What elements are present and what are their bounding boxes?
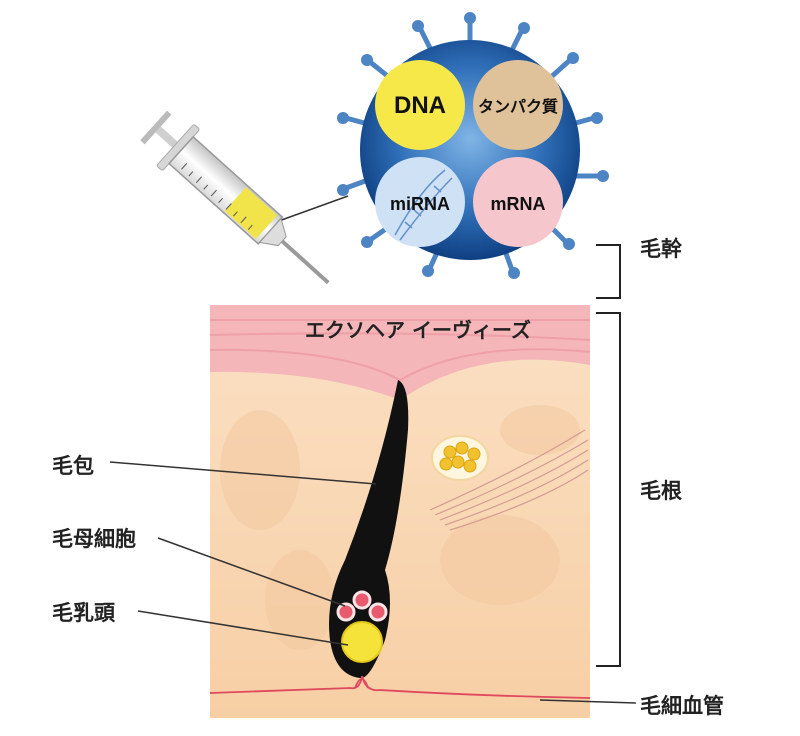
mrna-circle bbox=[473, 157, 563, 247]
muscle-fibers bbox=[429, 429, 589, 531]
syringe-plunger-rod bbox=[155, 126, 181, 150]
sebaceous-gland bbox=[431, 435, 489, 481]
product-label: エクソヘア イーヴィーズ bbox=[305, 318, 531, 342]
dermal-papilla bbox=[341, 621, 383, 663]
dermal-papilla-label: 毛乳頭 bbox=[52, 601, 115, 625]
syringe-tip bbox=[258, 217, 287, 247]
capillary-vessel bbox=[209, 675, 591, 699]
matrix-cells-label: 毛母細胞 bbox=[52, 527, 136, 551]
epidermis-lines bbox=[209, 319, 591, 382]
tissue-texture bbox=[220, 405, 580, 650]
brackets bbox=[596, 244, 621, 667]
exosome-spike-heads bbox=[337, 12, 609, 279]
protein-circle bbox=[473, 60, 563, 150]
dna-label: DNA bbox=[394, 92, 446, 119]
syringe-plunger-cap bbox=[140, 110, 172, 145]
skin-section bbox=[209, 305, 591, 718]
syringe bbox=[140, 110, 330, 285]
epidermis bbox=[210, 305, 590, 400]
exosome: DNA タンパク質 miRNA mRNA bbox=[337, 12, 609, 279]
matrix-cells bbox=[336, 590, 388, 622]
mirna-circle bbox=[375, 157, 465, 247]
syringe-leader bbox=[275, 195, 349, 223]
hair-shaft-label: 毛幹 bbox=[640, 237, 682, 261]
matrix-leader bbox=[157, 537, 346, 607]
hair-root-bracket bbox=[596, 312, 621, 667]
follicle-leader bbox=[109, 461, 377, 485]
capillary-leader bbox=[539, 699, 637, 704]
syringe-needle bbox=[280, 239, 330, 285]
papilla-leader bbox=[137, 610, 349, 646]
leader-lines bbox=[109, 195, 637, 704]
syringe-fluid bbox=[224, 187, 278, 240]
dna-circle bbox=[375, 60, 465, 150]
syringe-scale bbox=[181, 163, 253, 230]
hair-shaft-bracket bbox=[596, 244, 621, 299]
mirna-label: miRNA bbox=[390, 194, 450, 214]
capillary-label: 毛細血管 bbox=[640, 694, 724, 718]
rna-helix-icon bbox=[394, 169, 453, 241]
mrna-label: mRNA bbox=[490, 194, 545, 214]
protein-label: タンパク質 bbox=[478, 97, 558, 116]
hair-root-label: 毛根 bbox=[640, 479, 682, 503]
follicle-label: 毛包 bbox=[52, 454, 94, 478]
